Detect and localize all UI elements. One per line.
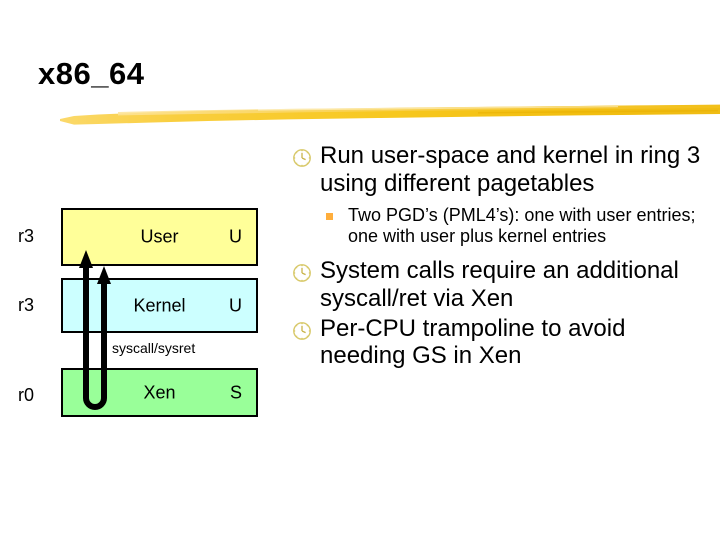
bullet-item: Per-CPU trampoline to avoid needing GS i… (292, 315, 716, 371)
title-brush-divider (58, 100, 720, 134)
clock-icon-glyph (293, 263, 311, 282)
diagram-box-kernel-label: Kernel (133, 295, 186, 315)
brush-stroke-icon (60, 104, 720, 125)
clock-icon (292, 147, 312, 167)
ring-privilege-diagram: r3 User U r3 Kernel U syscall/sysret r0 … (0, 195, 280, 435)
square-bullet-icon (326, 212, 333, 220)
bullet-list: Run user-space and kernel in ring 3 usin… (292, 142, 716, 372)
diagram-box-kernel-mode: U (229, 295, 242, 315)
clock-icon-glyph (293, 149, 311, 167)
diagram-box-xen-label: Xen (143, 382, 176, 402)
page-title: x86_64 (38, 56, 145, 91)
diagram-box-xen-mode: S (229, 382, 242, 402)
diagram-box-user-label: User (140, 226, 179, 247)
syscall-return-arrow (60, 250, 130, 420)
bullet-text: Run user-space and kernel in ring 3 usin… (320, 142, 701, 197)
bullet-item: System calls require an additional sysca… (292, 257, 716, 313)
diagram-box-kernel[interactable]: Kernel U (61, 278, 258, 333)
sub-bullet-item: Two PGD’s (PML4’s): one with user entrie… (292, 205, 716, 248)
ring-label-xen: r0 (18, 385, 35, 405)
sub-bullet-text: Two PGD’s (PML4’s): one with user entrie… (348, 204, 696, 247)
bullet-text: System calls require an additional sysca… (320, 256, 679, 312)
u-turn-double-arrow-icon (79, 250, 111, 410)
diagram-box-user-mode: U (229, 226, 242, 247)
bullet-item: Run user-space and kernel in ring 3 usin… (292, 142, 716, 198)
clock-icon-glyph (293, 321, 311, 340)
bullet-text: Per-CPU trampoline to avoid needing GS i… (320, 314, 626, 370)
clock-icon (292, 320, 312, 340)
syscall-sysret-label: syscall/sysret (112, 340, 196, 356)
ring-label-user: r3 (18, 226, 35, 246)
ring-label-kernel: r3 (18, 295, 35, 315)
diagram-box-user[interactable]: User U (61, 208, 258, 266)
clock-icon (292, 262, 312, 282)
